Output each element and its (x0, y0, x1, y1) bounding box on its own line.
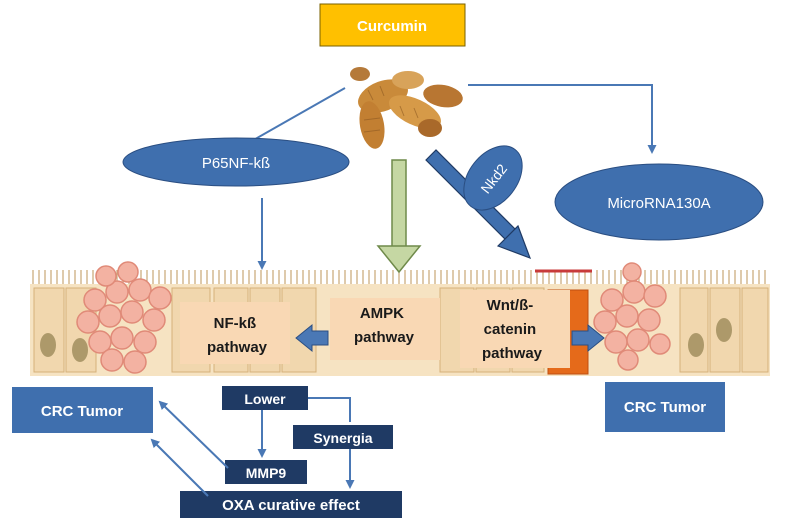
ampk-pathway-label: AMPK pathway (354, 305, 415, 346)
wnt-to-tumor-arrow (571, 323, 605, 353)
p65-nfkb-node (122, 137, 350, 187)
crc-tumor-left-label: CRC Tumor (41, 403, 123, 420)
tumor-cluster-right (593, 262, 671, 371)
synergia-label: Synergia (313, 430, 372, 446)
mmp9-to-tumor-arrow (158, 400, 229, 469)
synergia-box (293, 425, 393, 449)
colon-tissue-illustration (30, 261, 770, 376)
oxa-effect-box (180, 491, 402, 518)
oxa-to-tumor-arrow (150, 438, 209, 497)
connector-p65 (249, 87, 346, 143)
curcumin-label: Curcumin (357, 18, 427, 35)
ampk-green-arrow (376, 159, 422, 274)
lower-to-synergia-line (308, 397, 351, 422)
nfkb-pathway-label: NF-kß pathway (207, 315, 268, 356)
nfkb-pathway-box (180, 302, 290, 364)
crc-tumor-left-box (12, 387, 153, 433)
curcumin-box (319, 3, 466, 47)
connector-microrna (468, 84, 657, 154)
crc-tumor-right-box (605, 382, 725, 432)
mmp9-box (225, 460, 307, 484)
wnt-pathway-box (460, 290, 570, 368)
crc-tumor-right-label: CRC Tumor (624, 399, 706, 416)
mmp9-label: MMP9 (246, 465, 287, 481)
ampk-pathway-box (330, 298, 440, 360)
oxa-effect-label: OXA curative effect (222, 497, 360, 514)
tumor-cluster-left (76, 261, 172, 374)
nkd2-node (463, 145, 523, 211)
p65-nfkb-label: P65NF-kß (202, 155, 270, 172)
ampk-to-nfkb-arrow (295, 323, 329, 353)
turmeric-root-icon (350, 67, 463, 149)
microrna130a-label: MicroRNA130A (607, 195, 710, 212)
lower-label: Lower (244, 391, 286, 407)
microrna130a-node (554, 163, 764, 241)
wnt-pathway-label: Wnt/ß- catenin pathway (482, 297, 543, 362)
lower-box (222, 386, 308, 410)
